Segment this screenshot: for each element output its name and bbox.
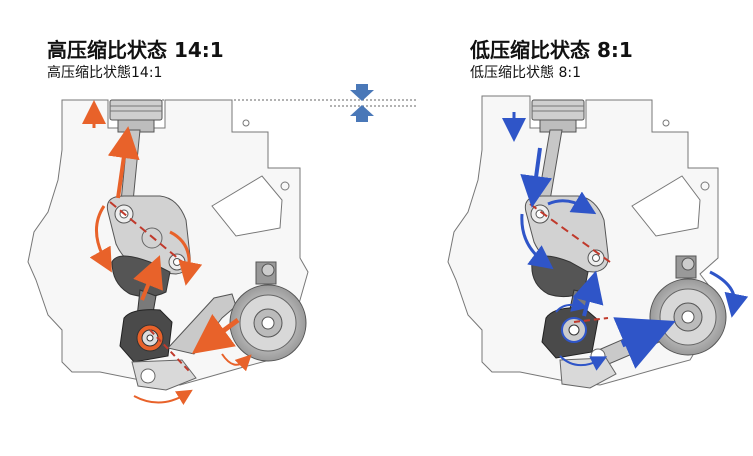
right-actuator-arrow: [613, 317, 676, 369]
right-rod-arrow: [520, 147, 553, 208]
left-title: 高压缩比状态 14:1: [47, 38, 224, 62]
right-engine: [447, 95, 749, 389]
left-engine: [27, 99, 309, 406]
right-piston: [531, 99, 585, 121]
right-bottom-arrow: [559, 355, 608, 371]
right-plate-rotation-arrow: [520, 213, 554, 270]
right-title: 低压缩比状态 8:1: [470, 38, 633, 62]
left-subtitle: 高压缩比状態14:1: [47, 65, 163, 81]
right-wheel-rotation-arrow: [709, 270, 749, 318]
left-block-window: [211, 175, 283, 237]
right-subtitle: 低压缩比状態 8:1: [470, 65, 581, 81]
height-difference-indicator: [350, 84, 374, 122]
left-piston: [109, 99, 163, 121]
right-guide-line: [529, 203, 611, 263]
left-guide-line: [109, 201, 193, 271]
left-plate-rotation-arrow: [89, 205, 112, 273]
left-rod-arrow: [107, 126, 140, 199]
left-link-arrow: [133, 255, 163, 301]
right-block-window: [631, 175, 701, 237]
left-bottom-arrow: [133, 389, 193, 406]
